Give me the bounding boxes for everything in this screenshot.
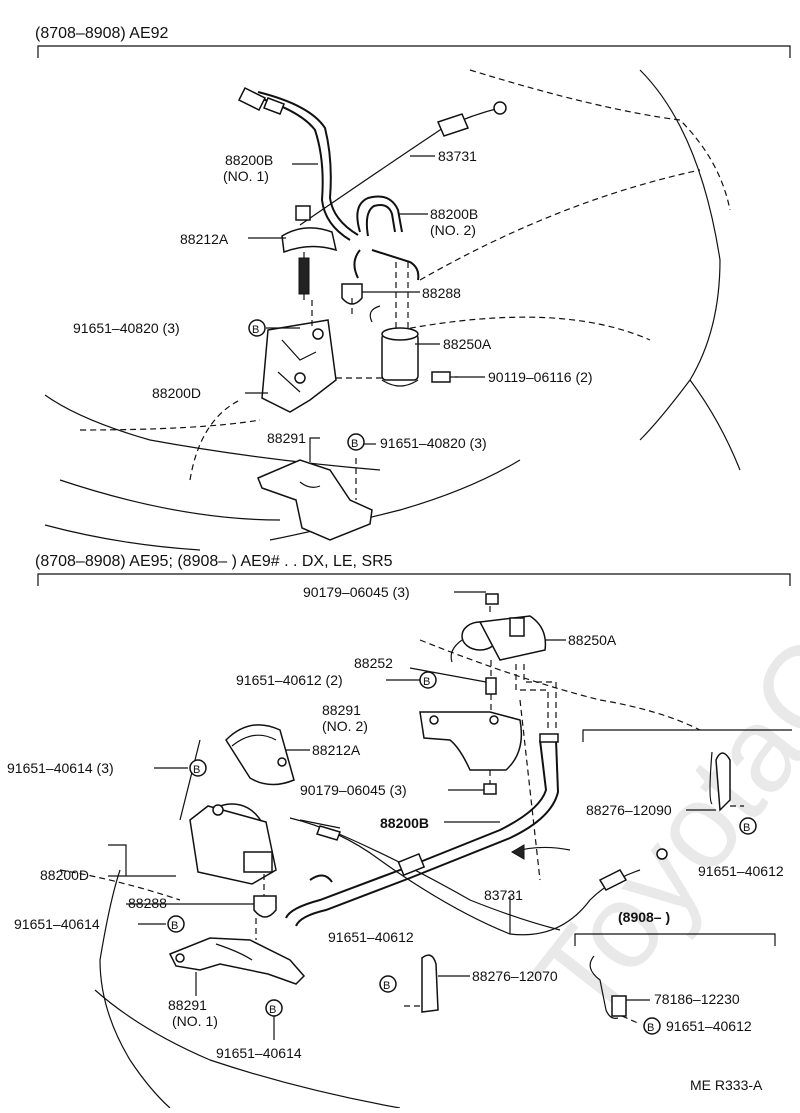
part-88200d-s1	[261, 300, 382, 413]
label-88212a-s2: 88212A	[312, 742, 361, 758]
label-88250a-s2: 88250A	[568, 632, 617, 648]
marker-b-s1-b: B	[347, 433, 365, 451]
section2-body-outline	[59, 639, 701, 1109]
label-88288-s2: 88288	[128, 895, 167, 911]
label-91651-40820-b: 91651–40820 (3)	[380, 435, 487, 451]
label-88200b-no1-sub: (NO. 1)	[223, 168, 269, 184]
label-88200b-no2-sub: (NO. 2)	[430, 222, 476, 238]
part-88252	[485, 660, 497, 716]
label-88200d-s1: 88200D	[152, 385, 201, 401]
part-90119	[431, 371, 458, 383]
label-83731-s1: 83731	[438, 148, 477, 164]
section1-leaders	[245, 155, 485, 462]
marker-b-s2-b: B	[189, 759, 207, 777]
svg-text:B: B	[423, 676, 430, 688]
marker-b-s2-f: B	[265, 999, 283, 1017]
part-90179-b	[483, 770, 497, 795]
label-78186-12230: 78186–12230	[654, 991, 740, 1007]
part-90179-a	[485, 593, 499, 605]
label-88200b-no2: 88200B	[430, 206, 478, 222]
label-88276-12090: 88276–12090	[586, 802, 672, 818]
section1-header: (8708–8908) AE92	[35, 25, 169, 42]
label-90119: 90119–06116 (2)	[488, 369, 593, 385]
label-88200b-no1: 88200B	[225, 152, 273, 168]
label-91651-40614-a: 91651–40614 (3)	[7, 760, 114, 776]
section1-body-outline	[44, 69, 741, 551]
part-88291-s1	[257, 458, 373, 541]
label-88291-no2: 88291	[322, 702, 361, 718]
label-88250a-s1: 88250A	[443, 336, 492, 352]
label-91651-40614-c: 91651–40614	[216, 1045, 302, 1061]
svg-text:B: B	[743, 822, 750, 834]
label-88200b-s2: 88200B	[380, 815, 429, 831]
marker-b-s2-d: B	[167, 915, 185, 933]
part-88200d-s2	[189, 803, 277, 885]
svg-text:B: B	[383, 980, 390, 992]
label-88212a-s1: 88212A	[180, 231, 229, 247]
hose-88200b-no1	[237, 86, 359, 241]
label-88288-s1: 88288	[422, 285, 461, 301]
section2-header: (8708–8908) AE95; (8908– ) AE9# . . DX, …	[35, 553, 393, 570]
label-91651-40614-b: 91651–40614	[14, 916, 100, 932]
section2-bracket	[37, 573, 791, 586]
marker-b-s2-c: B	[739, 817, 757, 835]
section1-bracket	[37, 45, 791, 58]
figure-code: ME R333-A	[690, 1077, 763, 1093]
marker-b-s2-g: B	[643, 1017, 661, 1035]
svg-text:B: B	[647, 1022, 654, 1034]
part-88212a-s2	[225, 724, 295, 786]
label-90179-b: 90179–06045 (3)	[300, 782, 407, 798]
label-88252: 88252	[354, 655, 393, 671]
marker-b-s2-a: B	[419, 671, 437, 689]
marker-b-s2-e: B	[379, 975, 397, 993]
label-90179-a: 90179–06045 (3)	[303, 584, 410, 600]
label-83731-s2: 83731	[484, 887, 523, 903]
svg-text:B: B	[269, 1004, 276, 1016]
label-88291-no1-sub: (NO. 1)	[172, 1013, 218, 1029]
part-88291-no2	[419, 711, 523, 771]
label-91651-40612-inset: 91651–40612	[666, 1018, 752, 1034]
part-88291-no1	[168, 918, 306, 985]
svg-text:B: B	[252, 324, 259, 336]
cable-83731	[299, 101, 507, 226]
cable-83731-s2	[289, 817, 668, 936]
inset-8908	[574, 933, 776, 1025]
inset-header: (8908– )	[618, 909, 670, 925]
label-91651-40612-a: 91651–40612 (2)	[236, 672, 343, 688]
part-88276-12090	[582, 729, 792, 812]
direction-arrow	[511, 844, 571, 860]
svg-text:B: B	[351, 438, 358, 450]
part-88288-s2	[253, 874, 277, 918]
part-88212a	[281, 205, 338, 300]
label-88200d-s2: 88200D	[40, 867, 89, 883]
svg-text:B: B	[171, 920, 178, 932]
part-88288	[341, 283, 363, 318]
label-88291-no1: 88291	[168, 997, 207, 1013]
label-88276-12070: 88276–12070	[472, 968, 558, 984]
label-91651-40612-b: 91651–40612	[698, 863, 784, 879]
label-88291-no2-sub: (NO. 2)	[322, 718, 368, 734]
label-91651-40612-c: 91651–40612	[328, 929, 414, 945]
inset-labels: (8908– ) 78186–12230 91651–40612	[618, 909, 752, 1034]
part-88276-12070	[404, 954, 439, 1013]
svg-text:B: B	[193, 764, 200, 776]
marker-b-s1-a: B	[248, 319, 266, 337]
hose-88200b-no2	[353, 195, 420, 281]
section2-labels: 90179–06045 (3) 88250A 88252 91651–40612…	[7, 584, 784, 1061]
label-91651-40820-a: 91651–40820 (3)	[73, 320, 180, 336]
label-88291-s1: 88291	[267, 430, 306, 446]
hose-88200b-s2	[285, 733, 560, 927]
part-88250a-s2	[450, 596, 557, 730]
section1-labels: 88200B (NO. 1) 83731 88200B (NO. 2) 8821…	[73, 148, 593, 451]
part-88250a-s1	[369, 262, 419, 387]
